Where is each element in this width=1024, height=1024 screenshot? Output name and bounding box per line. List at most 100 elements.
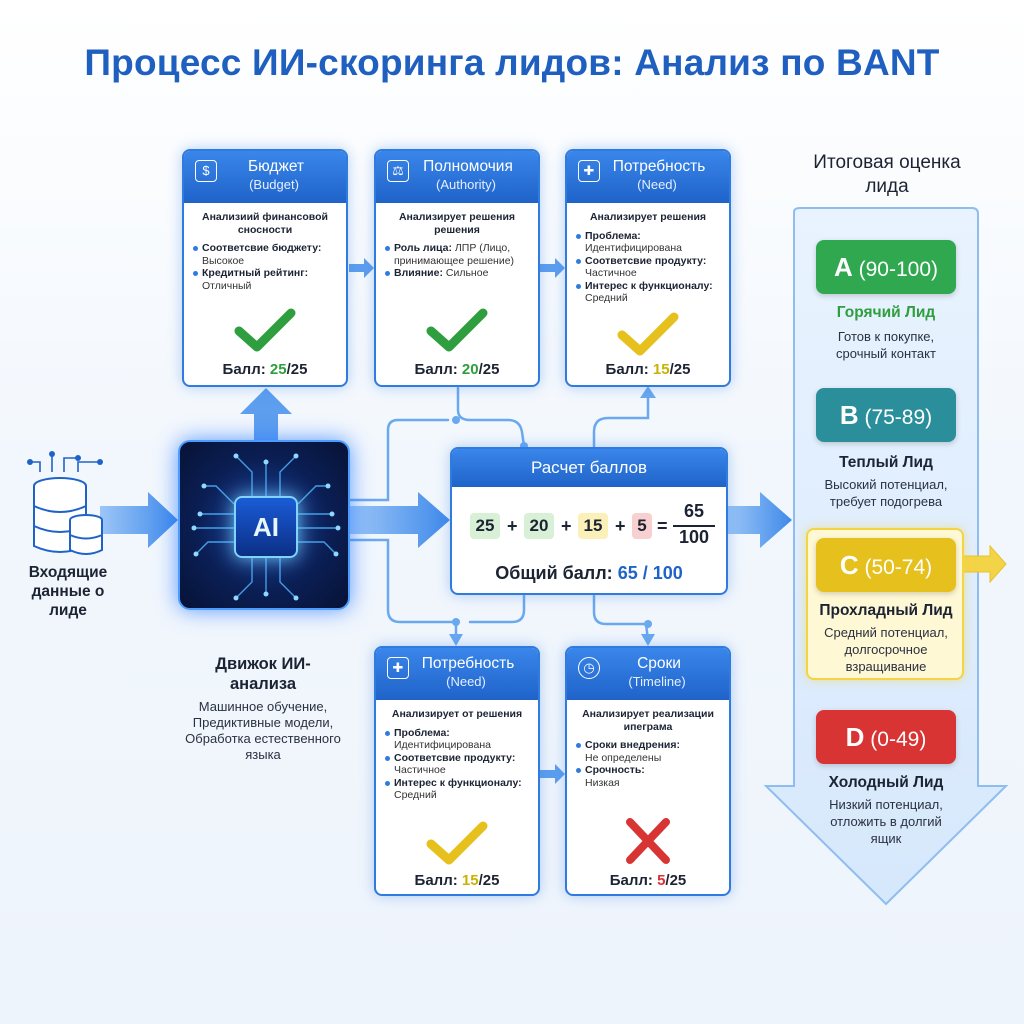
grade-range: (75-89) (864, 406, 933, 429)
item-key: Интерес к функционалу: (394, 776, 522, 789)
plus-sign: + (615, 516, 626, 536)
card-need-bottom: ✚ Потребность (Need) Анализирует от реше… (374, 646, 540, 896)
card-item: Кредитный рейтинг: Отличный (193, 267, 337, 292)
need-to-timeline-arrow (540, 764, 565, 784)
score-calculation-box: Расчет баллов 25 + 20 + 15 + 5 = 65 100 … (450, 447, 728, 595)
card-item: Соответсвие продукту: Частичное (385, 752, 529, 777)
card-item: Интерес к функционалу: Средний (576, 280, 720, 305)
card-description: Анализирует от решения (391, 708, 523, 720)
calc-title: Расчет баллов (452, 449, 726, 487)
card-score: Балл: 20/25 (376, 361, 538, 378)
card-item: Проблема: Идентифицирована (576, 230, 720, 255)
item-value: Не определены (585, 751, 662, 764)
engine-title: Движок ИИ-анализа (215, 655, 311, 693)
item-value: Высокое (202, 254, 245, 267)
puzzle-icon: ✚ (578, 160, 600, 182)
card-subtitle: (Budget) (249, 177, 299, 192)
total-label: Общий балл: (495, 563, 613, 583)
score-max: /25 (665, 872, 687, 889)
check-yellow-icon (426, 821, 488, 865)
card-timeline-header: ◷ Сроки (Timeline) (567, 648, 729, 700)
card-subtitle: (Timeline) (628, 674, 686, 689)
final-grade-title: Итоговая оценка лида (813, 152, 961, 197)
item-value: Средний (585, 292, 628, 304)
grade-b-desc: Высокий потенциал, требует подогрева (824, 477, 948, 509)
grade-a-name: Горячий Лид (836, 304, 936, 321)
item-value: Идентифицирована (585, 242, 682, 254)
sum-value: 65 (683, 501, 705, 521)
dollar-hand-icon: $ (195, 160, 217, 182)
database-icon (33, 477, 103, 555)
ai-engine-chip: AI (178, 440, 350, 610)
item-key: Срочность: (585, 764, 645, 776)
plus-sign: + (561, 516, 572, 536)
check-green-icon (426, 308, 488, 352)
score-label: Балл: (222, 361, 266, 378)
item-value: Отличный (202, 279, 252, 292)
card-need-top: ✚ Потребность (Need) Анализирует решения… (565, 149, 731, 387)
card-score: Балл: 5/25 (567, 872, 729, 889)
score-label: Балл: (605, 361, 649, 378)
card-need-header: ✚ Потребность (Need) (376, 648, 538, 700)
score-value: 20 (461, 361, 479, 378)
card-score: Балл: 15/25 (376, 872, 538, 889)
item-value: Идентифицирована (394, 739, 491, 751)
card-budget-header: $ Бюджет (Budget) (184, 151, 346, 203)
item-key: Интерес к функционалу: (585, 279, 713, 292)
score-label: Балл: (414, 361, 458, 378)
item-value: Средний (394, 789, 437, 801)
item-value: Сильное (445, 267, 489, 279)
score-value: 15 (461, 872, 479, 889)
engine-description: Машинное обучение, Предиктивные модели, … (185, 699, 341, 762)
plus-sign: + (507, 516, 518, 536)
input-arrow (100, 492, 178, 548)
item-key: Роль лица: (394, 242, 452, 254)
budget-to-authority-arrow (349, 258, 374, 278)
item-key: Сроки внедрения: (585, 739, 681, 751)
score-value: 5 (657, 872, 666, 889)
card-description: Анализиий финансовой сносности (202, 211, 328, 236)
data-input-lines-icon (32, 456, 98, 472)
ai-to-budget-arrow (240, 388, 292, 440)
grade-d-name: Холодный Лид (828, 774, 944, 791)
card-budget: $ Бюджет (Budget) Анализиий финансовой с… (182, 149, 348, 387)
item-key: Влияние: (394, 267, 443, 279)
grade-b-name: Теплый Лид (839, 454, 933, 471)
item-key: Соответсвие продукту: (394, 751, 516, 764)
item-key: Проблема: (585, 229, 641, 242)
check-green-icon (234, 308, 296, 352)
grade-b-badge: B (75-89) (816, 388, 956, 442)
grade-letter: D (845, 722, 865, 752)
item-value: Низкая (585, 776, 620, 789)
card-authority: ⚖ Полномочия (Authority) Анализирует реш… (374, 149, 540, 387)
card-authority-header: ⚖ Полномочия (Authority) (376, 151, 538, 203)
check-yellow-icon (617, 312, 679, 356)
grade-range: (0-49) (870, 728, 927, 751)
item-key: Кредитный рейтинг: (202, 267, 309, 279)
item-key: Соответсвие бюджету: (202, 242, 322, 254)
total-score: Общий балл: 65 / 100 (452, 563, 726, 584)
card-subtitle: (Need) (446, 674, 486, 689)
score-max: /25 (478, 361, 500, 378)
card-title: Потребность (421, 655, 515, 672)
score-max: /25 (478, 872, 500, 889)
card-description: Анализирует реализации ипеграма (582, 708, 714, 733)
clock-icon: ◷ (578, 657, 600, 679)
card-score: Балл: 25/25 (184, 361, 346, 378)
grade-c-desc: Средний потенциал, долгосрочное взращива… (824, 625, 948, 674)
card-title: Сроки (637, 655, 681, 672)
input-data-label: Входящие данные о лиде (28, 564, 108, 619)
fraction-line (673, 525, 715, 527)
card-timeline: ◷ Сроки (Timeline) Анализирует реализаци… (565, 646, 731, 896)
card-description: Анализирует решения (589, 211, 707, 223)
card-item: Проблема: Идентифицирована (385, 727, 529, 752)
score-value: 25 (269, 361, 287, 378)
grade-a-badge: A (90-100) (816, 240, 956, 294)
card-score: Балл: 15/25 (567, 361, 729, 378)
score-label: Балл: (414, 872, 458, 889)
card-item: Срочность: Низкая (576, 764, 720, 789)
term-budget: 25 (470, 513, 500, 539)
item-key: Соответсвие продукту: (585, 254, 707, 267)
item-value: Частичное (394, 764, 446, 776)
grade-letter: C (839, 550, 859, 580)
